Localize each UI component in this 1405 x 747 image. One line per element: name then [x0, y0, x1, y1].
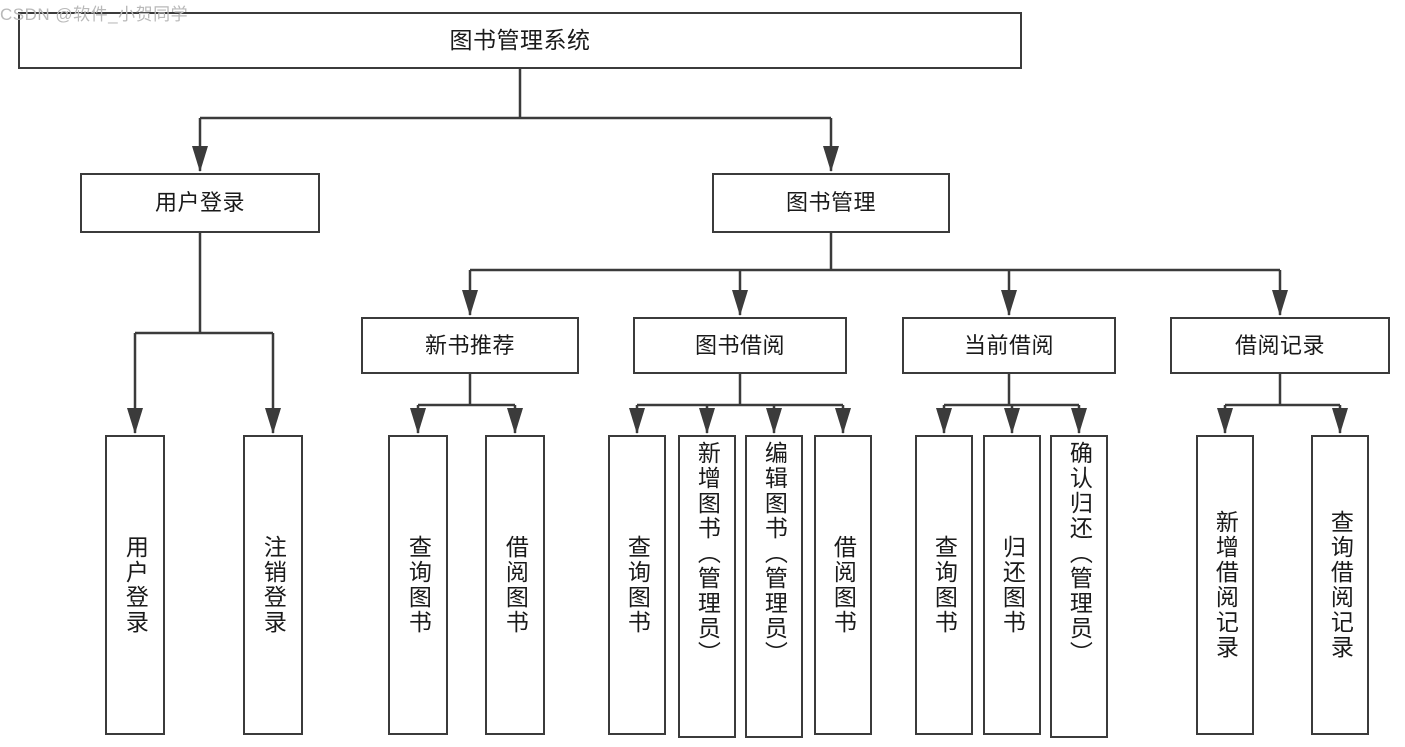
node-label-leaf-return-book: 归还图书: [999, 535, 1026, 635]
node-leaf-add-record[interactable]: 新增借阅记录: [1196, 435, 1254, 735]
node-leaf-user-login[interactable]: 用户登录: [105, 435, 165, 735]
node-label-leaf-borrow-book-1: 借阅图书: [502, 535, 529, 635]
node-leaf-borrow-book-2[interactable]: 借阅图书: [814, 435, 872, 735]
node-label-book-borrow: 图书借阅: [694, 332, 785, 358]
watermark: CSDN @软件_小贺同学: [0, 5, 189, 24]
node-leaf-confirm-return[interactable]: 确认归还（管理员）: [1050, 435, 1108, 738]
node-leaf-edit-book[interactable]: 编辑图书（管理员）: [745, 435, 803, 738]
node-label-leaf-add-book: 新增图书（管理员）: [694, 441, 721, 666]
node-label-user-login: 用户登录: [154, 190, 245, 216]
node-new-book-recommend[interactable]: 新书推荐: [361, 317, 579, 374]
node-label-leaf-user-login: 用户登录: [122, 535, 149, 635]
node-leaf-query-book-1[interactable]: 查询图书: [388, 435, 448, 735]
node-label-leaf-add-record: 新增借阅记录: [1212, 510, 1239, 660]
node-leaf-query-book-3[interactable]: 查询图书: [915, 435, 973, 735]
node-leaf-borrow-book-1[interactable]: 借阅图书: [485, 435, 545, 735]
node-leaf-query-book-2[interactable]: 查询图书: [608, 435, 666, 735]
node-label-book-management: 图书管理: [785, 190, 876, 216]
node-leaf-return-book[interactable]: 归还图书: [983, 435, 1041, 735]
node-label-borrow-record: 借阅记录: [1234, 332, 1325, 358]
node-label-leaf-query-record: 查询借阅记录: [1327, 510, 1354, 660]
node-current-borrow[interactable]: 当前借阅: [902, 317, 1116, 374]
node-label-current-borrow: 当前借阅: [963, 332, 1054, 358]
node-label-leaf-logout: 注销登录: [260, 535, 287, 635]
node-leaf-logout[interactable]: 注销登录: [243, 435, 303, 735]
node-user-login[interactable]: 用户登录: [80, 173, 320, 233]
node-book-borrow[interactable]: 图书借阅: [633, 317, 847, 374]
node-label-leaf-edit-book: 编辑图书（管理员）: [761, 441, 788, 666]
node-label-leaf-query-book-1: 查询图书: [405, 535, 432, 635]
node-leaf-add-book[interactable]: 新增图书（管理员）: [678, 435, 736, 738]
node-label-leaf-query-book-3: 查询图书: [931, 535, 958, 635]
node-leaf-query-record[interactable]: 查询借阅记录: [1311, 435, 1369, 735]
node-label-root: 图书管理系统: [449, 26, 591, 53]
node-root[interactable]: 图书管理系统: [18, 12, 1022, 69]
node-borrow-record[interactable]: 借阅记录: [1170, 317, 1390, 374]
node-label-leaf-confirm-return: 确认归还（管理员）: [1066, 441, 1093, 666]
node-label-new-book-recommend: 新书推荐: [424, 332, 515, 358]
node-book-management[interactable]: 图书管理: [712, 173, 950, 233]
node-label-leaf-query-book-2: 查询图书: [624, 535, 651, 635]
node-label-leaf-borrow-book-2: 借阅图书: [830, 535, 857, 635]
